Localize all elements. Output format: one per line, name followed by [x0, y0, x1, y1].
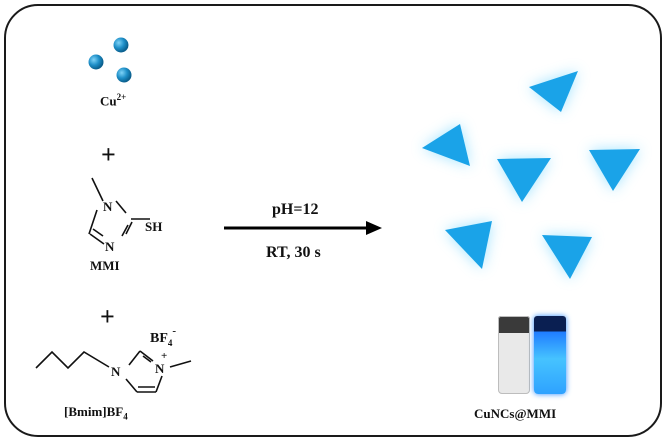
- condition-rt: RT, 30 s: [266, 244, 321, 261]
- bmim-atom-n2: N: [155, 361, 165, 376]
- label-cu: Cu2+: [100, 92, 127, 109]
- mmi-atom-sh: SH: [145, 219, 162, 234]
- reaction-arrow-icon: [224, 221, 382, 235]
- mmi-atom-n2: N: [105, 239, 115, 254]
- label-bmim: [Bmim]BF4: [64, 404, 128, 422]
- bmim-structure: [35, 350, 192, 393]
- plus-sign-1: +: [101, 140, 116, 169]
- nanocluster-triangle-icon: [422, 71, 640, 279]
- plus-sign-2: +: [100, 302, 115, 331]
- vial-daylight: [498, 316, 530, 394]
- bmim-charge: +: [161, 350, 167, 362]
- diagram-border: [4, 4, 662, 437]
- label-product: CuNCs@MMI: [474, 406, 557, 421]
- bmim-anion: BF4-: [150, 325, 176, 348]
- mmi-structure: [88, 177, 150, 245]
- mmi-atom-n1: N: [103, 199, 113, 214]
- bmim-atom-n1: N: [111, 364, 121, 379]
- vial-photo: [496, 316, 568, 394]
- vial-uv: [534, 316, 566, 394]
- copper-ion-sphere-icon: [88, 37, 132, 83]
- condition-ph: pH=12: [272, 201, 319, 218]
- label-mmi: MMI: [90, 258, 120, 273]
